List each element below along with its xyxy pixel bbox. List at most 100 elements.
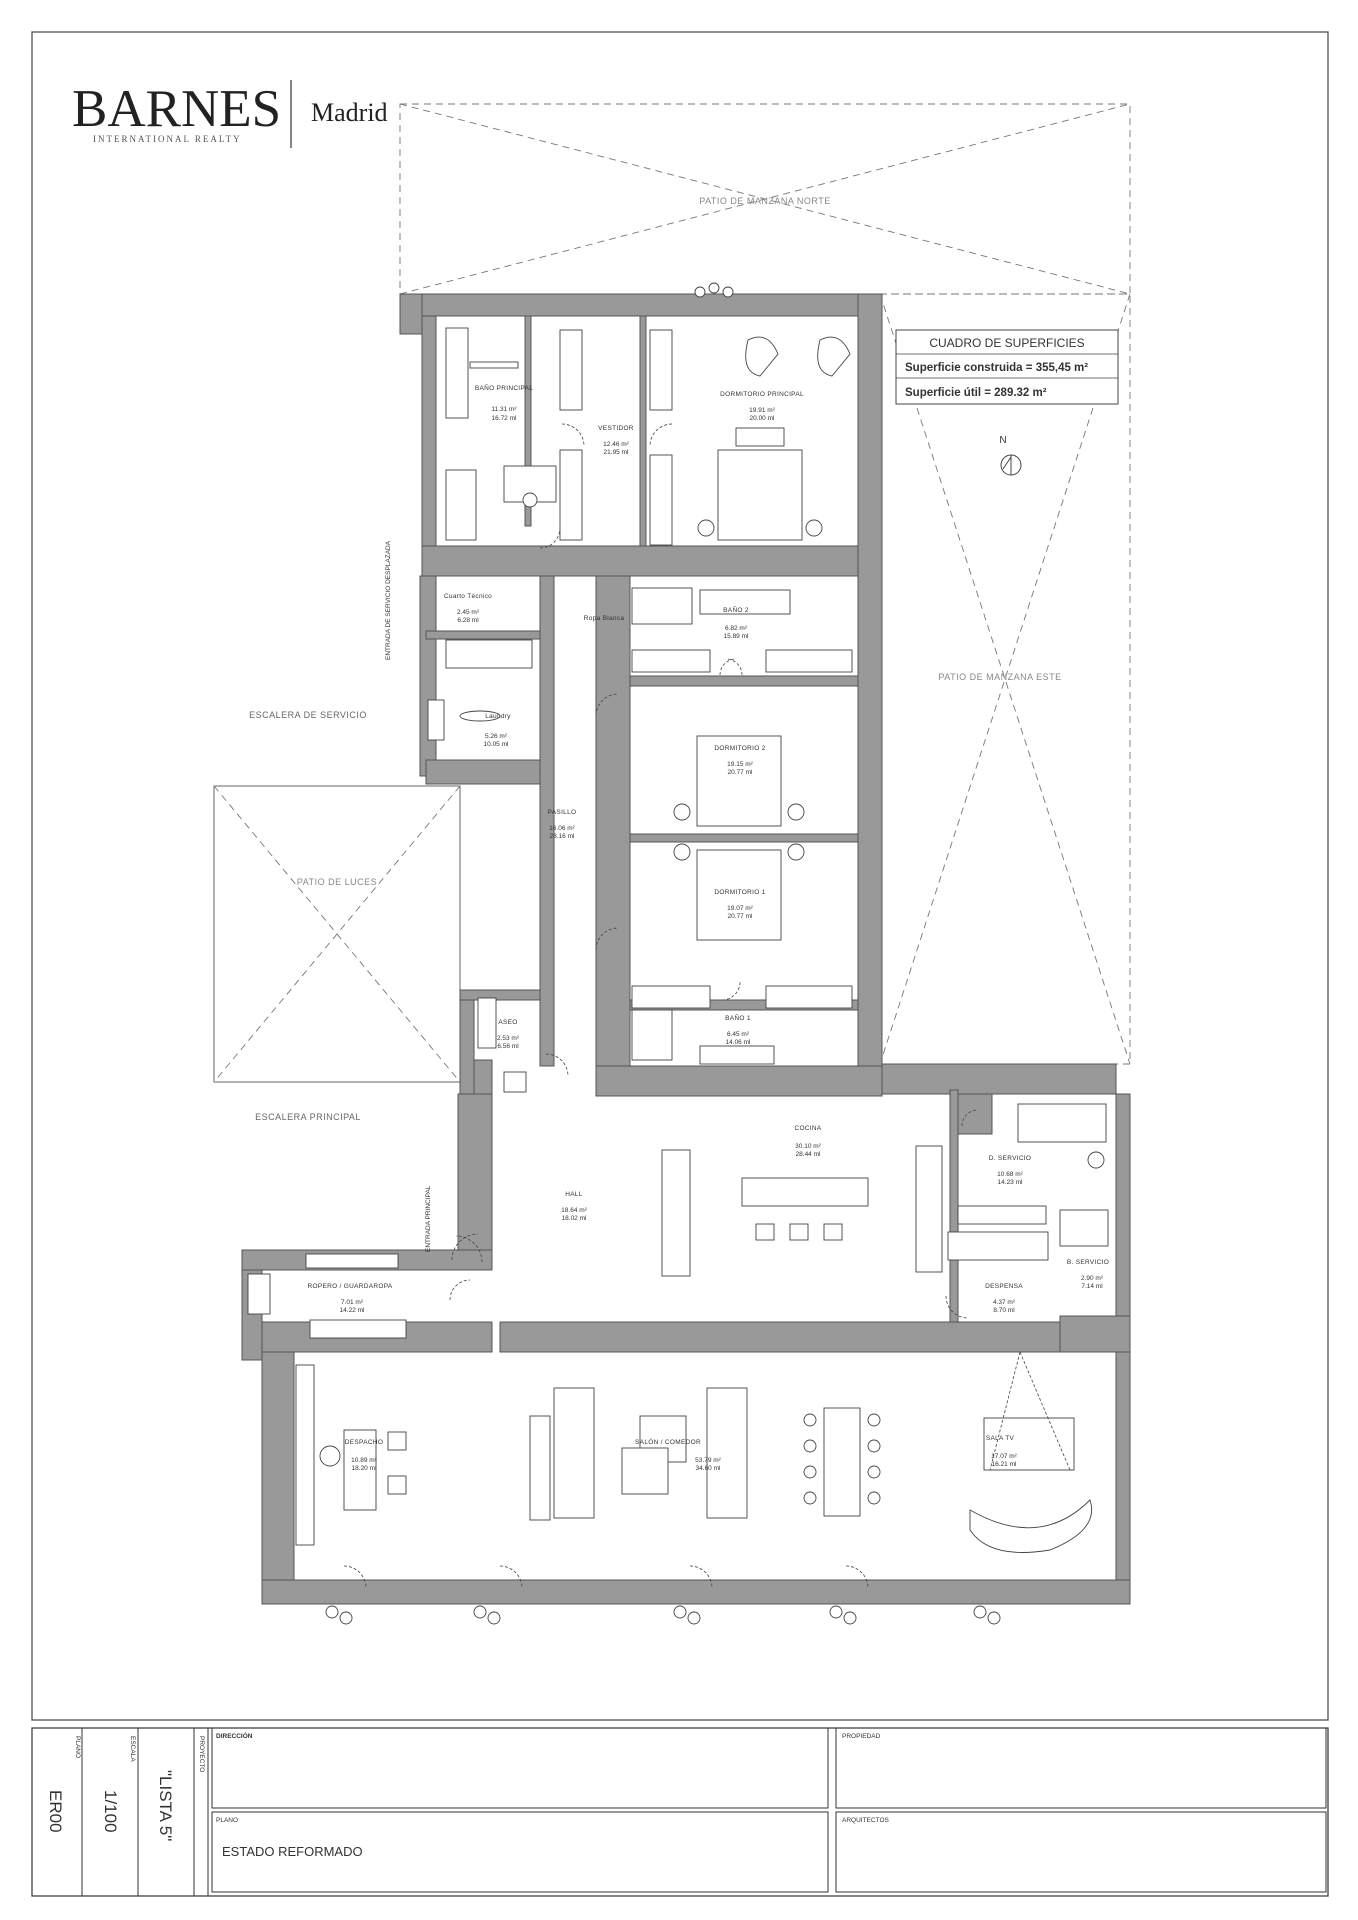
north-label: N	[999, 435, 1006, 446]
title-escala-label: ESCALA	[129, 1736, 136, 1762]
room-bano-principal-area: 11.31 m²	[491, 406, 517, 413]
room-ropero-perim: 14.22 ml	[340, 1307, 365, 1314]
room-salon-name: SALÓN / COMEDOR	[635, 1437, 701, 1446]
patio-luces-label: PATIO DE LUCES	[297, 877, 377, 887]
planters	[325, 282, 1001, 1625]
entrance-servicio-label: ENTRADA DE SERVICIO DESPLAZADA	[385, 540, 392, 660]
room-aseo-name: ASEO	[498, 1019, 517, 1026]
room-dormitorio1-name: DORMITORIO 1	[714, 889, 765, 896]
room-hall-perim: 18.02 ml	[562, 1215, 587, 1222]
room-ropero-name: ROPERO / GUARDAROPA	[307, 1283, 392, 1290]
title-proyecto-value: "LISTA 5"	[156, 1770, 175, 1841]
room-cuarto-tecnico-perim: 6.28 ml	[457, 617, 479, 624]
room-despacho-name: DESPACHO	[345, 1439, 383, 1446]
room-ropa-blanca-name: Ropa Blanca	[584, 615, 625, 622]
title-escala-value: 1/100	[101, 1790, 120, 1833]
room-pasillo-area: 16.06 m²	[549, 825, 575, 832]
patio-norte-label: PATIO DE MANZANA NORTE	[699, 196, 831, 206]
brand-city: Madrid	[311, 98, 388, 127]
patio-este-label: PATIO DE MANZANA ESTE	[938, 672, 1061, 682]
room-bano1-area: 6.45 m²	[727, 1031, 750, 1038]
north-arrow: N	[999, 435, 1022, 476]
room-salon-area: 53.79 m²	[695, 1457, 721, 1464]
room-bano2-name: BAÑO 2	[723, 605, 749, 614]
title-plano2-label: PLANO	[216, 1817, 238, 1824]
room-labels: BAÑO PRINCIPAL 11.31 m² 16.72 ml VESTIDO…	[307, 383, 1109, 1472]
room-bano1-perim: 14.06 ml	[726, 1039, 751, 1046]
surface-util: Superficie útil = 289.32 m²	[905, 387, 1047, 399]
room-vestidor-area: 12.46 m²	[603, 441, 629, 448]
room-salon-perim: 34.60 ml	[696, 1465, 721, 1472]
room-bano-principal-name: BAÑO PRINCIPAL	[475, 383, 533, 392]
patio-luces: PATIO DE LUCES	[213, 785, 461, 1083]
room-laundry-area: 5.26 m²	[485, 733, 508, 740]
room-vestidor-name: VESTIDOR	[598, 425, 634, 432]
room-b-servicio-area: 2.90 m²	[1081, 1275, 1104, 1282]
room-sala-tv-perim: 16.21 ml	[992, 1461, 1017, 1468]
room-despensa-perim: 8.70 ml	[993, 1307, 1015, 1314]
surface-table: CUADRO DE SUPERFICIES Superficie constru…	[895, 329, 1119, 405]
room-despensa-name: DESPENSA	[985, 1283, 1023, 1290]
title-proyecto-label: PROYECTO	[198, 1736, 205, 1772]
room-cuarto-tecnico-area: 2.45 m²	[457, 609, 480, 616]
room-dormitorio-principal-perim: 20.00 ml	[750, 415, 775, 422]
stair-principal-label: ESCALERA PRINCIPAL	[255, 1112, 361, 1122]
room-dormitorio1-area: 19.07 m²	[727, 905, 753, 912]
furniture	[247, 327, 1109, 1553]
room-vestidor-perim: 21.95 ml	[604, 449, 629, 456]
room-despensa-area: 4.37 m²	[993, 1299, 1016, 1306]
room-laundry-perim: 10.05 ml	[484, 741, 509, 748]
room-dormitorio1-perim: 20.77 ml	[728, 913, 753, 920]
room-despacho-perim: 18.20 ml	[352, 1465, 377, 1472]
brand-logo: BARNES INTERNATIONAL REALTY Madrid	[72, 80, 388, 148]
room-dormitorio-principal-area: 19.91 m²	[749, 407, 775, 414]
room-aseo-perim: 6.56 ml	[497, 1043, 519, 1050]
room-dormitorio2-perim: 20.77 ml	[728, 769, 753, 776]
room-cocina-perim: 28.44 ml	[796, 1151, 821, 1158]
title-block: PLANO ER00 ESCALA 1/100 PROYECTO "LISTA …	[31, 1727, 1329, 1897]
room-b-servicio-perim: 7.14 ml	[1081, 1283, 1103, 1290]
sheet-border	[31, 31, 1329, 1721]
room-cocina-name: COCINA	[794, 1125, 821, 1132]
entrance-principal-label: ENTRADA PRINCIPAL	[425, 1185, 432, 1252]
title-plano2-value: ESTADO REFORMADO	[222, 1844, 363, 1859]
patio-este: PATIO DE MANZANA ESTE	[879, 293, 1131, 1065]
room-sala-tv-name: SALA TV	[986, 1435, 1015, 1442]
room-cocina-area: 30.10 m²	[795, 1143, 821, 1150]
room-dormitorio-principal-name: DORMITORIO PRINCIPAL	[720, 391, 804, 398]
room-d-servicio-perim: 14.23 ml	[998, 1179, 1023, 1186]
title-direccion-label: DIRECCIÓN	[216, 1731, 253, 1740]
room-hall-area: 18.64 m²	[561, 1207, 587, 1214]
room-pasillo-name: PASILLO	[548, 809, 577, 816]
room-bano1-name: BAÑO 1	[725, 1013, 751, 1022]
title-plano-label: PLANO	[74, 1736, 81, 1758]
room-cuarto-tecnico-name: Cuarto Técnico	[444, 593, 492, 600]
title-propiedad-label: PROPIEDAD	[842, 1733, 881, 1740]
room-aseo-area: 2.53 m²	[497, 1035, 520, 1042]
stair-servicio-label: ESCALERA DE SERVICIO	[249, 710, 367, 720]
surface-construida: Superficie construida = 355,45 m²	[905, 362, 1088, 374]
walls	[241, 293, 1131, 1605]
patio-norte: PATIO DE MANZANA NORTE	[399, 103, 1131, 295]
room-sala-tv-area: 17.07 m²	[991, 1453, 1017, 1460]
title-plano-value: ER00	[46, 1790, 65, 1833]
doors	[343, 423, 979, 1589]
title-arquitectos-label: ARQUITECTOS	[842, 1817, 889, 1824]
room-hall-name: HALL	[565, 1191, 583, 1198]
room-bano2-area: 6.82 m²	[725, 625, 748, 632]
room-dormitorio2-name: DORMITORIO 2	[714, 745, 765, 752]
room-laundry-name: Laundry	[485, 713, 511, 720]
brand-name: BARNES	[72, 80, 281, 138]
room-d-servicio-name: D. SERVICIO	[989, 1155, 1032, 1162]
brand-tagline: INTERNATIONAL REALTY	[93, 134, 242, 144]
room-ropero-area: 7.01 m²	[341, 1299, 364, 1306]
surface-table-title: CUADRO DE SUPERFICIES	[929, 336, 1084, 350]
room-b-servicio-name: B. SERVICIO	[1067, 1259, 1109, 1266]
room-bano-principal-perim: 16.72 ml	[492, 415, 517, 422]
room-bano2-perim: 15.89 ml	[724, 633, 749, 640]
room-d-servicio-area: 10.68 m²	[997, 1171, 1023, 1178]
room-despacho-area: 10.89 m²	[351, 1457, 377, 1464]
room-dormitorio2-area: 19.15 m²	[727, 761, 753, 768]
